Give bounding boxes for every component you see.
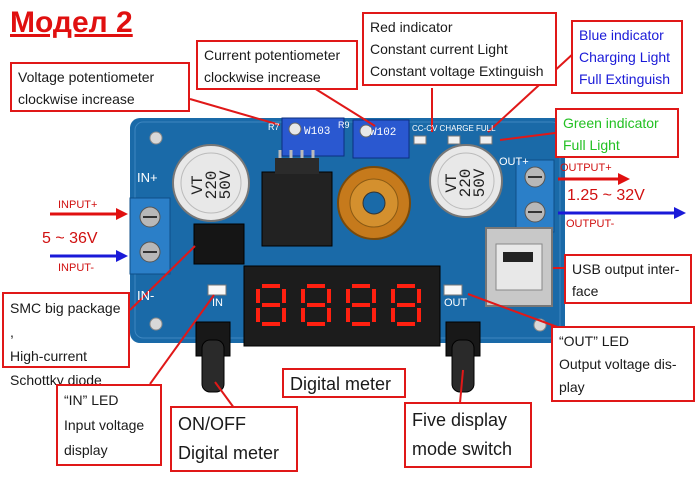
in-minus-label: IN-: [137, 288, 155, 303]
capacitor-left: [172, 144, 250, 222]
page-title: Модел 2: [10, 6, 133, 39]
out-plus-label: OUT+: [499, 156, 529, 168]
callout-out-led: “OUT” LED Output voltage dis- play: [551, 326, 695, 402]
callout-onoff: ON/OFF Digital meter: [170, 406, 298, 472]
capacitor-right: [429, 144, 503, 218]
potentiometer-voltage: [352, 119, 410, 159]
callout-green-indicator: Green indicator Full Light: [555, 108, 679, 158]
callout-five-display: Five display mode switch: [404, 402, 532, 468]
in-plus-label: IN+: [137, 170, 158, 185]
in-led: [207, 284, 227, 296]
pot1-label: W103: [304, 126, 331, 138]
r9-label: R9: [338, 120, 350, 130]
mount-hole: [149, 317, 163, 331]
status-led-labels: CC-CV CHARGE FULL: [412, 124, 496, 133]
cap-right-text: VT 220 50V: [443, 168, 489, 198]
callout-usb-output: USB output inter- face: [564, 254, 692, 304]
output-plus-text: OUTPUT+: [560, 162, 612, 174]
output-range-text: 1.25 ~ 32V: [567, 187, 645, 204]
pot2-label: W102: [370, 127, 397, 139]
in-led-label: IN: [212, 297, 223, 309]
output-minus-text: OUTPUT-: [566, 218, 615, 230]
charge-led: [447, 135, 461, 145]
full-led: [479, 135, 493, 145]
callout-current-potentiometer: Current potentiometer clockwise increase: [196, 40, 358, 90]
input-range-text: 5 ~ 36V: [42, 230, 98, 247]
out-led: [443, 284, 463, 296]
callout-smc-diode: SMC big package , High-current Schottky …: [2, 292, 130, 388]
schottky-diode: [193, 223, 245, 265]
segment-digits: [256, 284, 421, 326]
cap-left-text: VT 220 50V: [189, 170, 235, 200]
callout-voltage-potentiometer: Voltage potentiometer clockwise increase: [10, 62, 190, 112]
input-minus-text: INPUT-: [58, 262, 95, 274]
mount-hole: [149, 131, 163, 145]
r7-label: R7: [268, 122, 280, 132]
callout-blue-indicator: Blue indicator Charging Light Full Extin…: [571, 20, 683, 94]
cc-cv-led: [413, 135, 427, 145]
callout-in-led: “IN” LED Input voltage display: [56, 384, 162, 466]
out-led-label: OUT: [444, 297, 468, 309]
input-plus-text: INPUT+: [58, 199, 98, 211]
callout-digital-meter: Digital meter: [282, 368, 406, 398]
callout-red-indicator: Red indicator Constant current Light Con…: [362, 12, 557, 86]
regulator-ic: [261, 171, 333, 247]
